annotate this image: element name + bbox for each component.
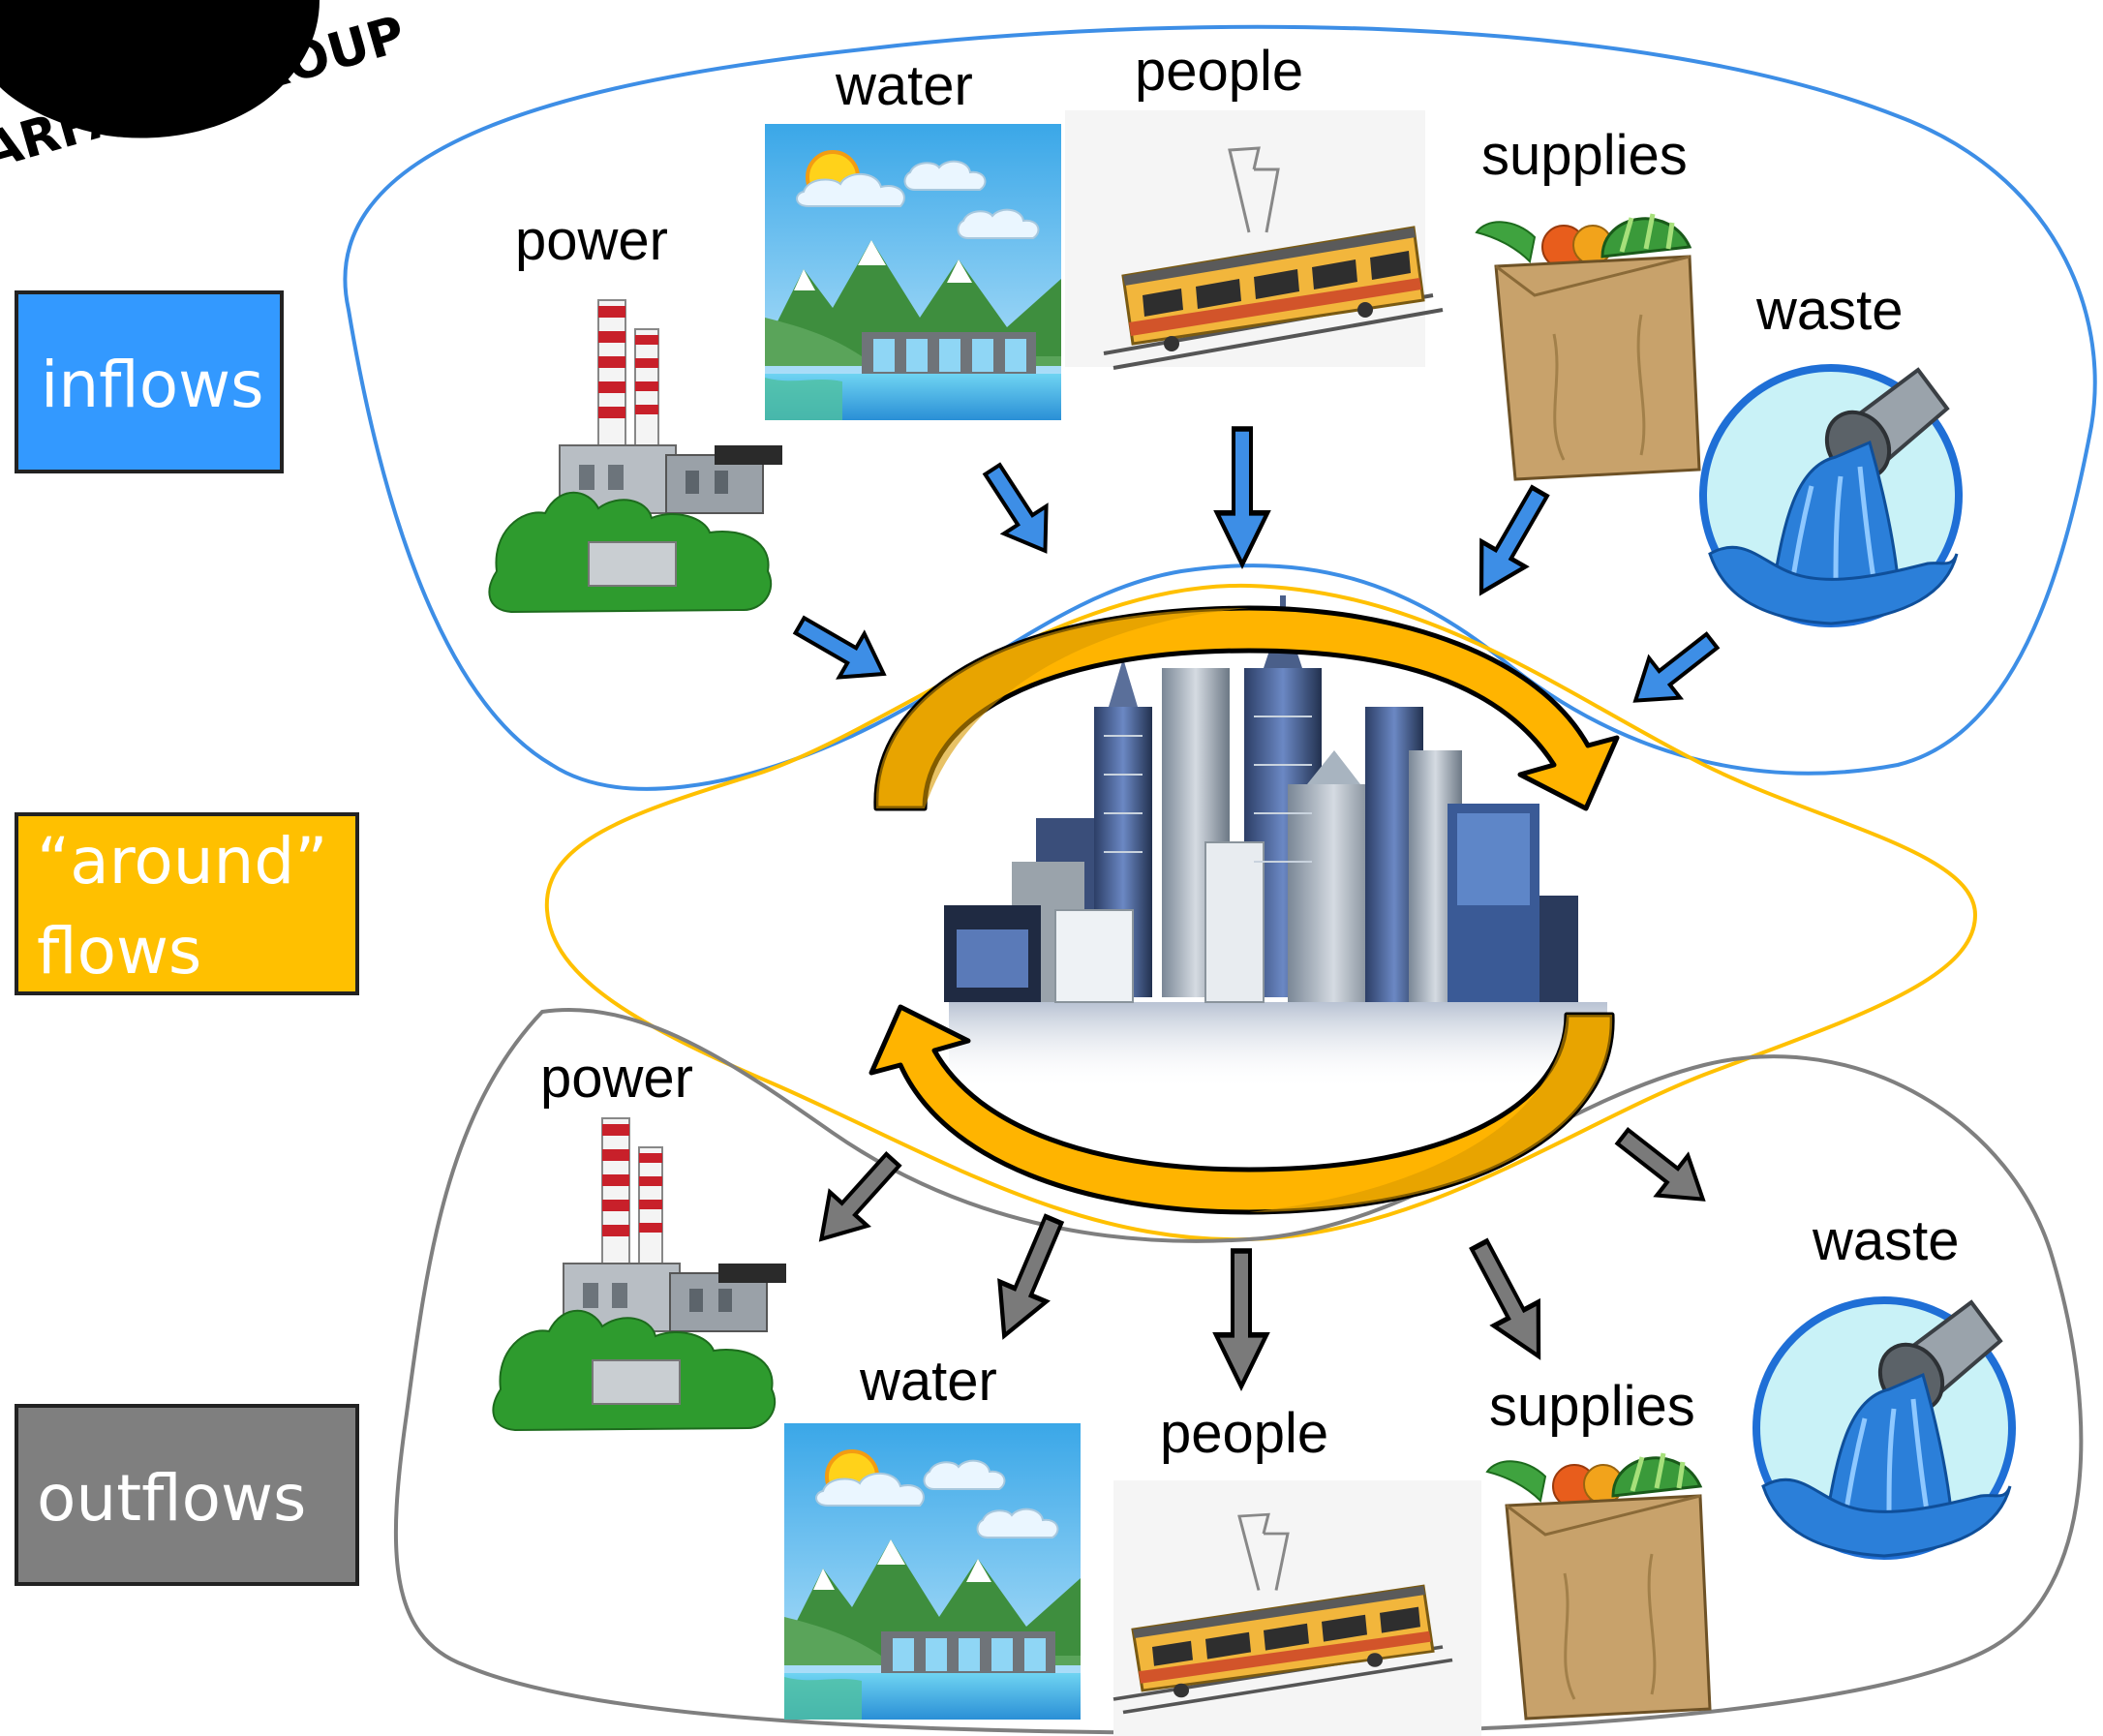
inflow-people-label: people [1135,40,1303,103]
inflow-arrow-waste [1618,619,1730,723]
inflow-water-label: water [835,54,973,117]
outflow-arrow-waste [1607,1117,1719,1220]
outflow-water-label: water [859,1350,997,1413]
inflow-water-icon [763,122,1063,422]
inflow-boundary [343,24,2097,791]
outflow-boundary [393,1007,2084,1736]
outflow-arrow-power [803,1143,911,1257]
legend-around-flows: “around” flows [15,812,359,995]
inflow-arrow-power [785,601,899,698]
outflow-power-icon [492,1117,787,1431]
outflow-water-icon [782,1421,1082,1721]
outflow-people-label: people [1160,1402,1328,1465]
inflow-power-icon [488,299,783,613]
around-flow-arrow-bottom [869,1004,1615,1215]
around-flow-arrow-top [873,605,1620,811]
legend-around-line2: flows [37,914,201,989]
inflow-supplies-icon [1477,214,1699,479]
outflow-waste-icon [1756,1300,2012,1556]
legend-outflows-label: outflows [37,1461,306,1536]
outflow-power-label: power [540,1047,693,1110]
inflow-people-icon [1065,110,1445,370]
inflow-power-label: power [515,209,668,272]
legend-inflows: inflows [15,290,284,473]
outflow-waste-label: waste [1812,1209,1960,1272]
legend-outflows: outflows [15,1404,359,1586]
outflow-supplies-label: supplies [1489,1375,1695,1438]
organization-logo: ARFARE GROUP [0,0,411,181]
inflow-supplies-label: supplies [1481,124,1688,187]
outflow-arrow-supplies [1457,1233,1561,1368]
inflow-waste-icon [1703,368,1959,624]
outflow-arrow-people [1216,1251,1266,1386]
legend-inflows-label: inflows [41,348,263,422]
outflow-supplies-icon [1487,1453,1710,1719]
inflow-waste-label: waste [1755,279,1904,342]
outflow-people-icon [1112,1480,1481,1736]
inflow-arrow-supplies [1459,479,1561,605]
city-skyline-icon [944,595,1607,1089]
inflow-arrow-people [1217,429,1267,564]
legend-around-line1: “around” [37,824,327,898]
inflow-arrow-water [969,453,1069,567]
